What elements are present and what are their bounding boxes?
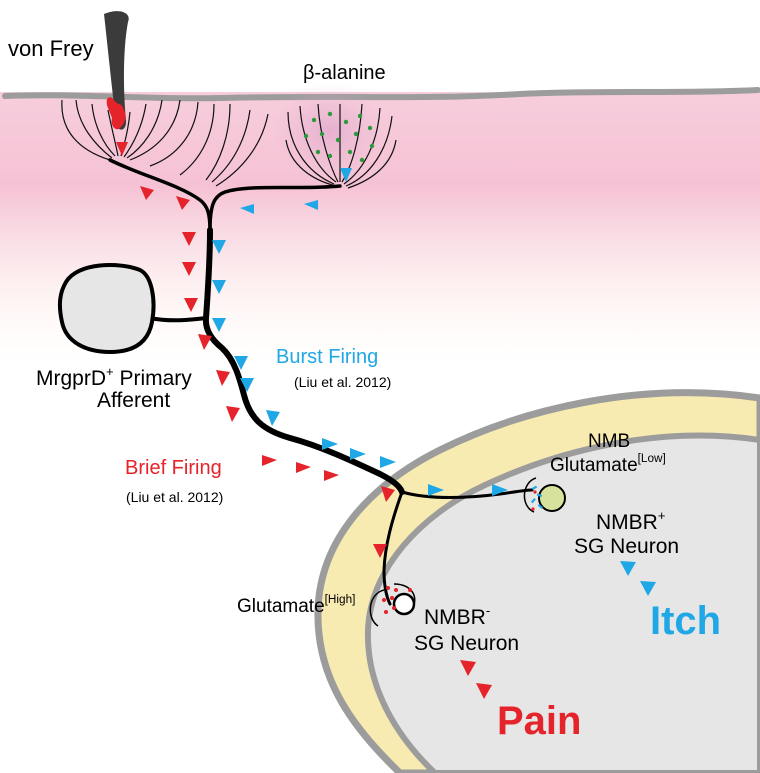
burst-firing-label: Burst Firing	[276, 347, 378, 368]
blue-arrow	[350, 448, 366, 460]
red-arrow	[226, 406, 240, 422]
afferent-label-line1: MrgprD+ Primary	[36, 368, 192, 390]
burst-firing-reference: (Liu et al. 2012)	[294, 375, 391, 390]
nmb-label: NMB	[588, 432, 630, 452]
afferent-label-line2: Afferent	[36, 390, 192, 412]
itch-label: Itch	[650, 600, 721, 642]
sg-neuron-plus-label: SG Neuron	[574, 536, 679, 558]
nmbr-minus-label: NMBR-	[424, 607, 490, 629]
von-frey-label: von Frey	[8, 37, 94, 60]
blue-arrow	[322, 438, 338, 450]
beta-alanine-label: β-alanine	[303, 63, 386, 84]
blue-arrow	[380, 456, 396, 468]
afferent-label: MrgprD+ Primary Afferent	[36, 368, 192, 412]
nmbr-plus-label: NMBR+	[596, 512, 665, 534]
afferent-cell-body	[60, 265, 154, 352]
glutamate-high-label: Glutamate[High]	[237, 597, 355, 617]
red-arrow	[296, 462, 311, 473]
sg-neuron-minus-label: SG Neuron	[414, 633, 519, 655]
pain-label: Pain	[497, 700, 581, 742]
red-arrow	[262, 455, 277, 466]
red-arrow	[324, 470, 339, 481]
blue-arrow	[266, 410, 280, 426]
brief-firing-label: Brief Firing	[125, 458, 222, 479]
red-arrow	[216, 370, 230, 386]
glutamate-low-label: Glutamate[Low]	[550, 456, 666, 476]
brief-firing-reference: (Liu et al. 2012)	[126, 490, 223, 505]
